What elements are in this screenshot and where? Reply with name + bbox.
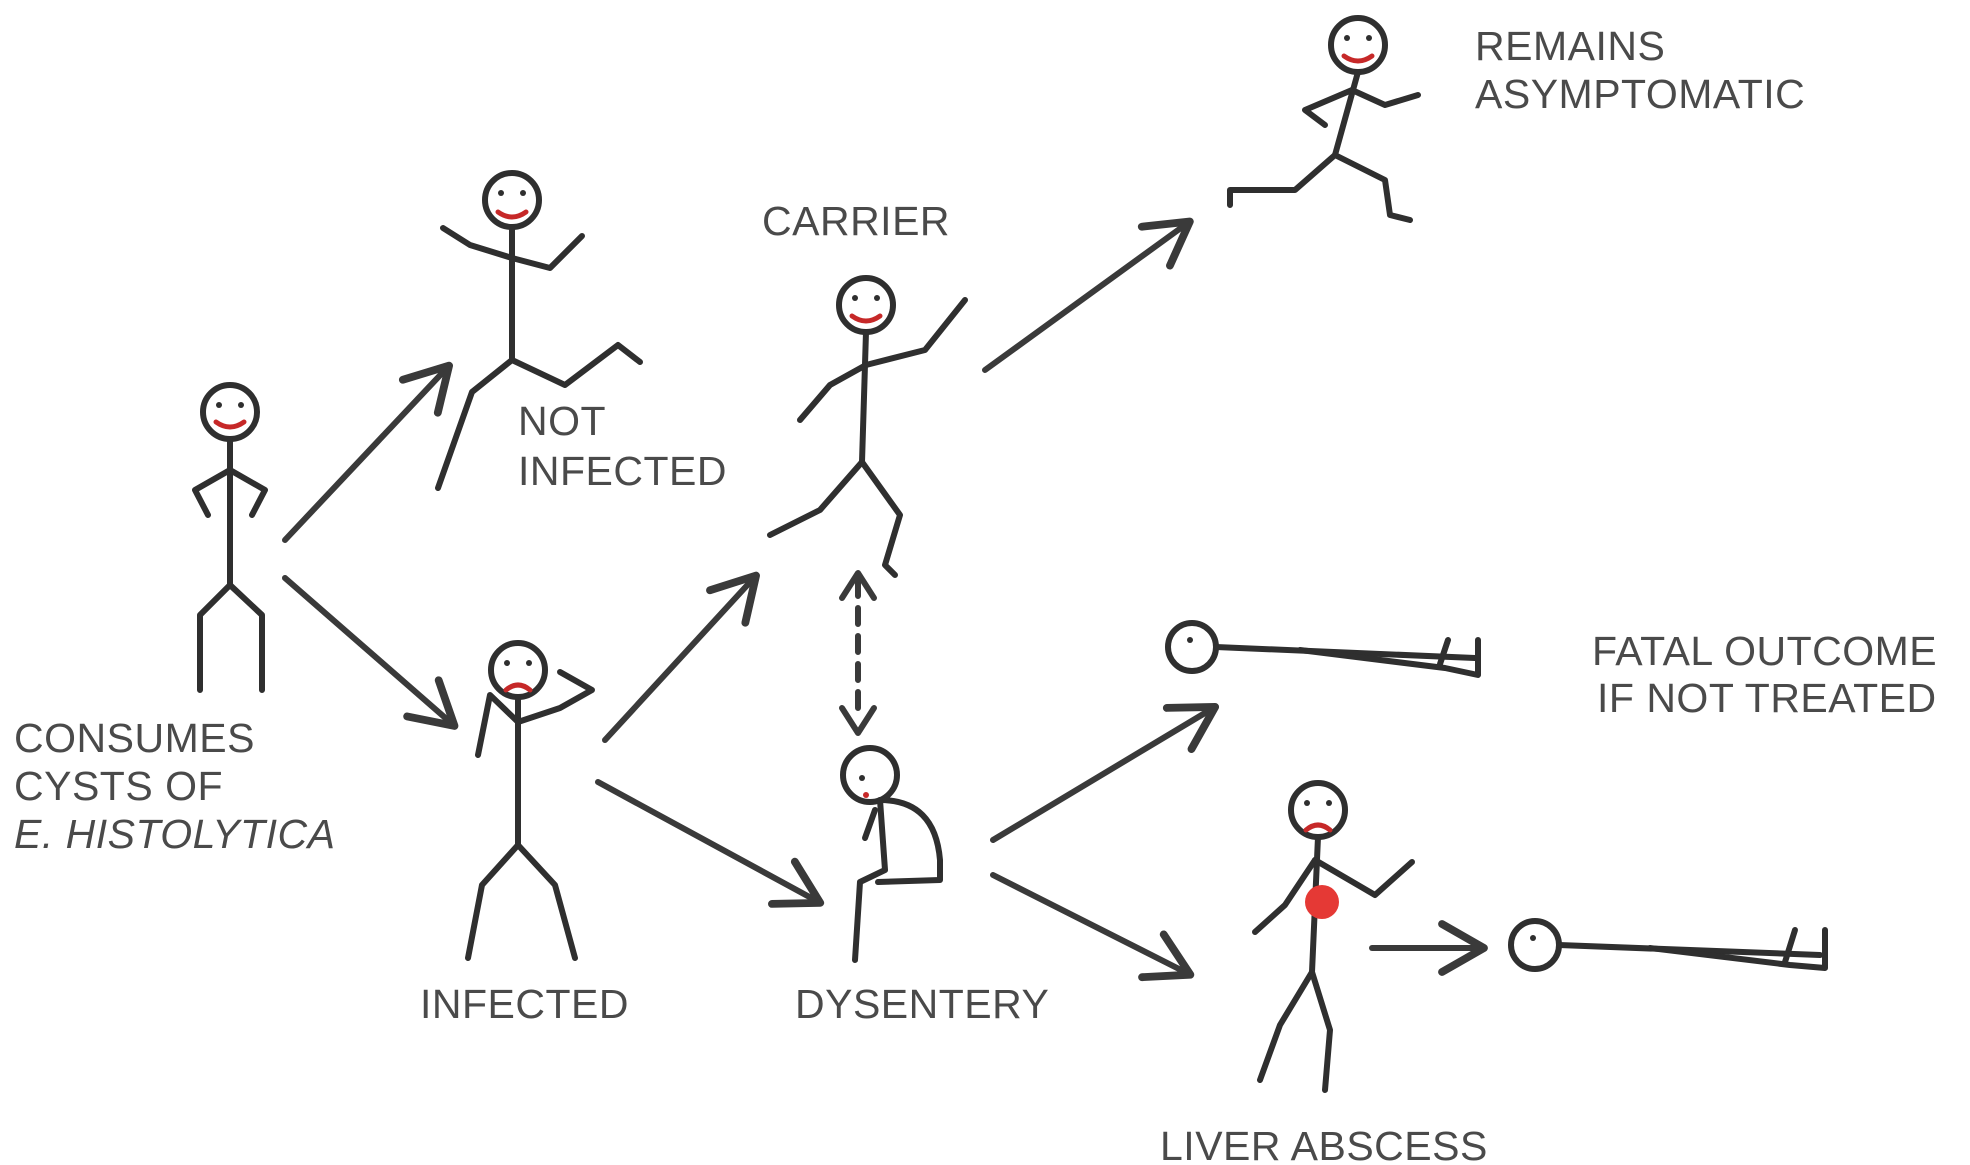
arrow-consumes-to-not-infected (282, 361, 454, 543)
person-carrier-icon (767, 275, 968, 578)
label-carrier: CARRIER (762, 198, 950, 244)
arrow-dysentery-to-fatal (990, 703, 1220, 843)
label-fatal-outcome: FATAL OUTCOME IF NOT TREATED (1592, 628, 1949, 721)
arrow-infected-to-carrier (602, 571, 760, 743)
arrowhead-up-icon (839, 570, 877, 601)
label-dysentery: DYSENTERY (795, 981, 1049, 1027)
person-liver-abscess-icon (1252, 780, 1415, 1093)
arrow-infected-to-dysentery (595, 779, 825, 908)
arrow-carrier-to-asymptomatic (982, 217, 1194, 373)
label-remains-asymptomatic: REMAINS ASYMPTOMATIC (1475, 23, 1805, 117)
label-infected: INFECTED (420, 981, 629, 1027)
person-infected-icon (465, 640, 595, 961)
person-consumes-cysts-icon (192, 382, 268, 693)
person-fatal-outcome-icon (1165, 620, 1481, 678)
arrowhead-down-icon (839, 705, 877, 736)
arrow-consumes-to-infected (282, 575, 459, 730)
arrow-dysentery-to-liver-abscess (990, 872, 1195, 982)
liver-abscess-marker-icon (1305, 885, 1339, 919)
label-not-infected: NOT INFECTED (518, 398, 727, 494)
label-liver-abscess: LIVER ABSCESS (1160, 1123, 1488, 1165)
person-fatal-after-abscess-icon (1508, 918, 1828, 972)
person-asymptomatic-icon (1227, 15, 1421, 223)
person-not-infected-icon (435, 170, 643, 491)
label-consumes-cysts: CONSUMES CYSTS OF E. HISTOLYTICA (14, 715, 335, 857)
person-dysentery-icon (840, 745, 943, 963)
